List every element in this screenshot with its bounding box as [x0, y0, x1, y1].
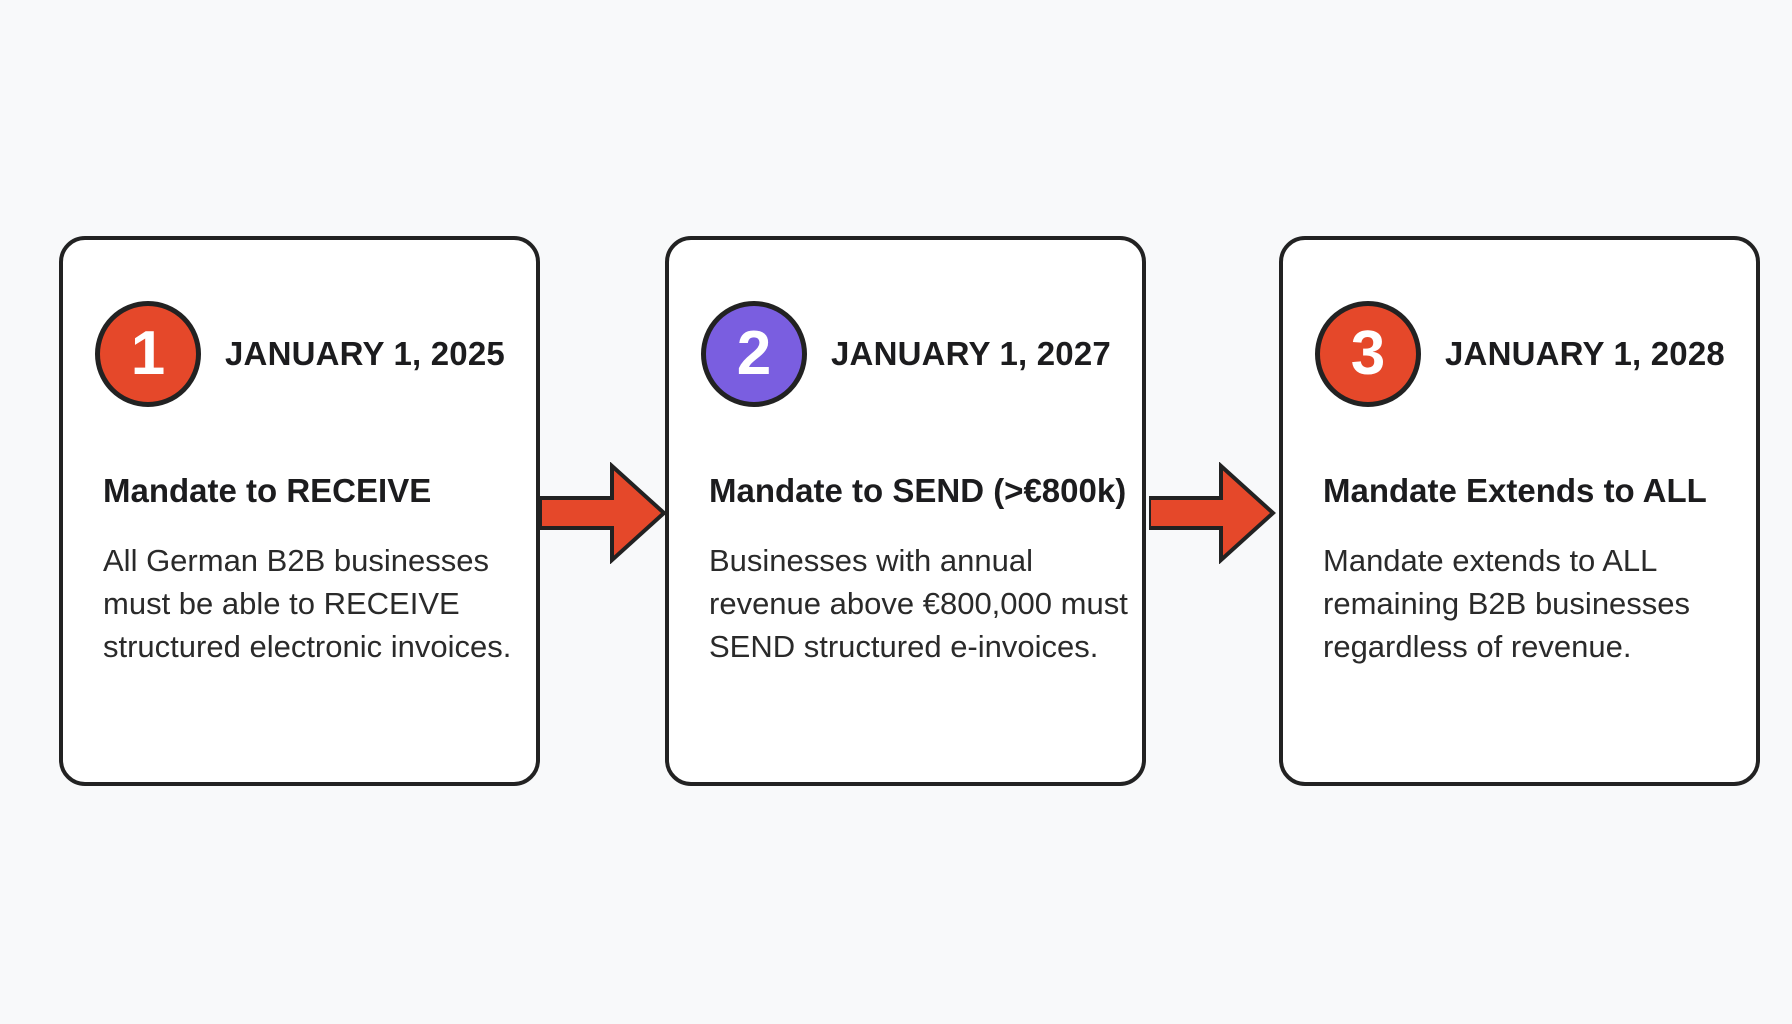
step-heading: Mandate Extends to ALL [1323, 472, 1707, 509]
step-number-badge: 1 [95, 301, 201, 407]
step-date: JANUARY 1, 2027 [831, 335, 1111, 372]
step-heading: Mandate to SEND (>€800k) [709, 472, 1127, 509]
step-date: JANUARY 1, 2025 [225, 335, 505, 372]
step-number-badge: 3 [1315, 301, 1421, 407]
step-card-3: 3 JANUARY 1, 2028 Mandate Extends to ALL… [1279, 236, 1760, 786]
step-description: Businesses with annual revenue above €80… [709, 543, 1128, 664]
step-description: All German B2B businesses must be able t… [103, 543, 512, 664]
step-date: JANUARY 1, 2028 [1445, 335, 1725, 372]
step-number-badge: 2 [701, 301, 807, 407]
right-arrow-icon [540, 462, 667, 564]
step-card-2: 2 JANUARY 1, 2027 Mandate to SEND (>€800… [665, 236, 1146, 786]
right-arrow-icon [1149, 462, 1276, 564]
step-heading: Mandate to RECEIVE [103, 472, 432, 509]
step-card-1: 1 JANUARY 1, 2025 Mandate to RECEIVE All… [59, 236, 540, 786]
arrow-shape [540, 462, 667, 564]
arrow-shape [1149, 462, 1276, 564]
step-description: Mandate extends to ALL remaining B2B bus… [1323, 543, 1691, 664]
